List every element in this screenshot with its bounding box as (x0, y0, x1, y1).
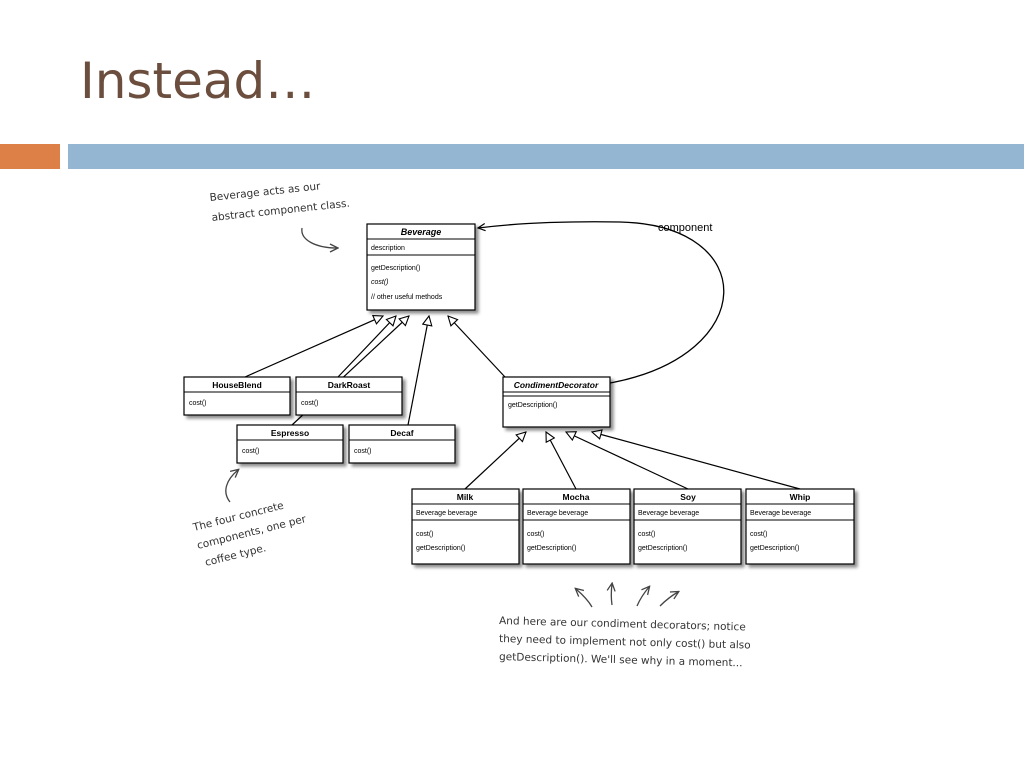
accent-bar-blue (68, 144, 1024, 169)
svg-text:Beverage: Beverage (401, 227, 442, 237)
svg-text:getDescription(): getDescription() (508, 402, 557, 409)
svg-text:Espresso: Espresso (271, 428, 309, 438)
component-association (478, 221, 725, 384)
svg-text:cost(): cost() (371, 279, 389, 286)
accent-bar-orange (0, 144, 60, 169)
association-label: component (658, 222, 712, 234)
svg-text:cost(): cost() (527, 531, 545, 538)
class-espresso: Espresso cost() (236, 424, 344, 464)
svg-text:description: description (371, 245, 405, 252)
svg-text:Beverage beverage: Beverage beverage (638, 510, 699, 517)
class-soy: Soy Beverage beverage cost() getDescript… (633, 488, 742, 565)
svg-text:cost(): cost() (750, 531, 768, 538)
svg-text:cost(): cost() (638, 531, 656, 538)
svg-text:getDescription(). We'll see wh: getDescription(). We'll see why in a mom… (499, 651, 743, 669)
inheritance-lines-decorators (464, 432, 801, 490)
svg-text:getDescription(): getDescription() (750, 545, 799, 552)
svg-text:Mocha: Mocha (563, 492, 590, 502)
svg-text:cost(): cost() (301, 400, 319, 407)
svg-text:Beverage beverage: Beverage beverage (527, 510, 588, 517)
note-concrete-components: The four concrete components, one per co… (191, 470, 308, 569)
svg-text:HouseBlend: HouseBlend (212, 380, 262, 390)
note-abstract-component: Beverage acts as our abstract component … (209, 180, 350, 248)
svg-text:cost(): cost() (416, 531, 434, 538)
svg-text:getDescription(): getDescription() (416, 545, 465, 552)
svg-text:cost(): cost() (242, 448, 260, 455)
svg-text:cost(): cost() (354, 448, 372, 455)
class-whip: Whip Beverage beverage cost() getDescrip… (745, 488, 855, 565)
class-condiment-decorator: CondimentDecorator getDescription() (502, 376, 611, 428)
svg-text:they need to implement not onl: they need to implement not only cost() b… (499, 633, 751, 652)
class-darkroast: DarkRoast cost() (295, 376, 403, 416)
class-houseblend: HouseBlend cost() (183, 376, 291, 416)
svg-text:Decaf: Decaf (390, 428, 413, 438)
svg-text:cost(): cost() (189, 400, 207, 407)
slide-title: Instead… (80, 52, 316, 110)
svg-text:getDescription(): getDescription() (371, 265, 420, 272)
svg-text:Whip: Whip (790, 492, 811, 502)
class-decaf: Decaf cost() (348, 424, 456, 464)
svg-text:And here are our condiment dec: And here are our condiment decorators; n… (499, 615, 746, 633)
note-condiment-decorators: And here are our condiment decorators; n… (499, 584, 751, 669)
svg-text:getDescription(): getDescription() (638, 545, 687, 552)
svg-text:Milk: Milk (457, 492, 474, 502)
svg-text:getDescription(): getDescription() (527, 545, 576, 552)
svg-text:// other useful methods: // other useful methods (371, 294, 443, 301)
svg-text:DarkRoast: DarkRoast (328, 380, 371, 390)
class-milk: Milk Beverage beverage cost() getDescrip… (411, 488, 520, 565)
svg-text:Beverage acts as our: Beverage acts as our (209, 180, 322, 204)
class-beverage: Beverage description getDescription() co… (366, 223, 476, 311)
svg-text:Beverage beverage: Beverage beverage (750, 510, 811, 517)
svg-text:Soy: Soy (680, 492, 696, 502)
svg-text:CondimentDecorator: CondimentDecorator (514, 380, 599, 390)
svg-text:Beverage beverage: Beverage beverage (416, 510, 477, 517)
class-mocha: Mocha Beverage beverage cost() getDescri… (522, 488, 631, 565)
